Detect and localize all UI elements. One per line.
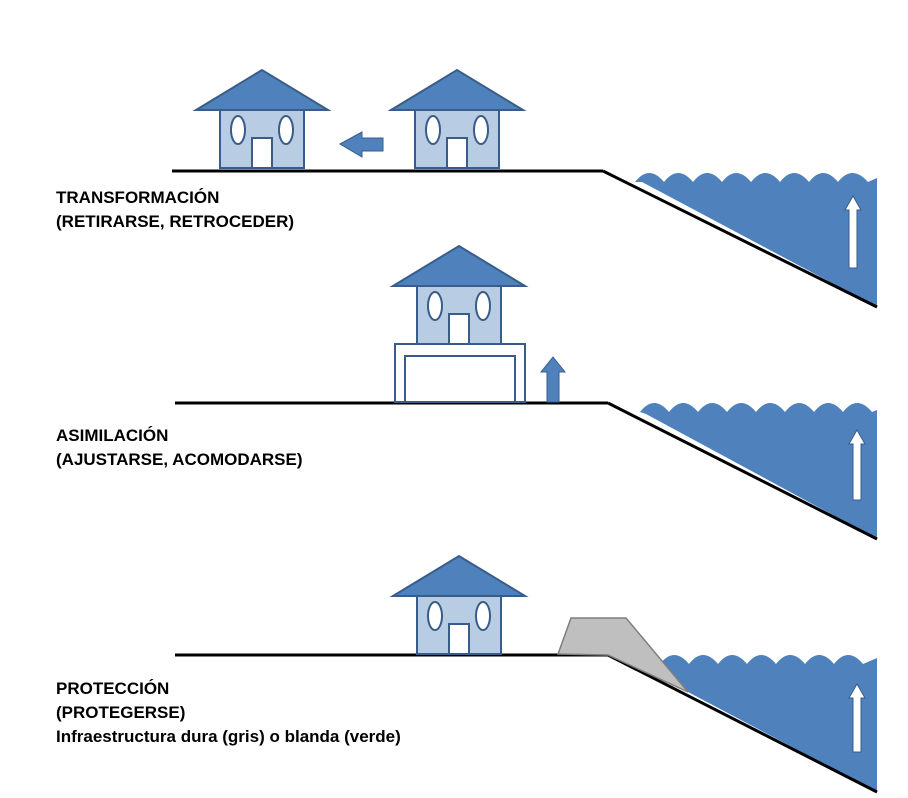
stilt-platform xyxy=(394,343,526,403)
panel-transformacion xyxy=(172,69,878,309)
panel-title: PROTECCIÓN xyxy=(56,679,170,698)
panel-note: Infraestructura dura (gris) o blanda (ve… xyxy=(56,727,401,746)
water xyxy=(660,655,877,792)
label-proteccion: PROTECCIÓN (PROTEGERSE) Infraestructura … xyxy=(56,677,401,749)
arrow-left-icon xyxy=(338,131,384,158)
panel-subtitle: (PROTEGERSE) xyxy=(56,703,186,722)
water xyxy=(640,403,877,539)
rising-water-arrow-icon xyxy=(844,194,862,269)
panel-proteccion xyxy=(175,555,878,794)
shore-slope xyxy=(607,401,878,541)
panel-subtitle: (AJUSTARSE, ACOMODARSE) xyxy=(56,450,303,469)
levee-icon xyxy=(556,617,689,693)
arrow-up-icon xyxy=(539,356,567,403)
panel-title: ASIMILACIÓN xyxy=(56,426,169,445)
panel-title: TRANSFORMACIÓN xyxy=(56,188,220,207)
panel-asimilacion xyxy=(175,245,878,541)
house-icon xyxy=(390,69,524,169)
shore-slope xyxy=(602,169,878,309)
water xyxy=(635,173,877,307)
rising-water-arrow-icon xyxy=(848,682,866,753)
shore-slope xyxy=(607,653,878,794)
rising-water-arrow-icon xyxy=(848,428,866,501)
panel-subtitle: (RETIRARSE, RETROCEDER) xyxy=(56,212,295,231)
house-icon xyxy=(392,555,526,655)
house-icon xyxy=(392,245,526,345)
house-icon xyxy=(195,69,329,169)
label-transformacion: TRANSFORMACIÓN (RETIRARSE, RETROCEDER) xyxy=(56,186,294,234)
label-asimilacion: ASIMILACIÓN (AJUSTARSE, ACOMODARSE) xyxy=(56,424,303,472)
